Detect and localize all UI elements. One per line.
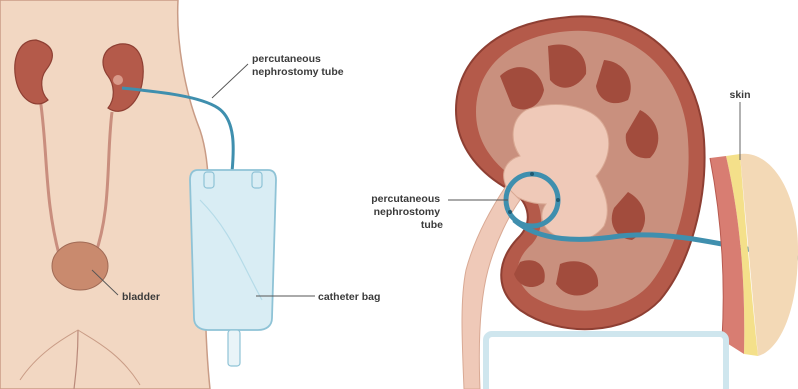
right-panel: percutaneous nephrostomy tube skin [371, 16, 798, 389]
label-bladder: bladder [122, 291, 160, 303]
pigtail-hole-1 [530, 172, 534, 176]
label-skin: skin [729, 89, 750, 101]
label-right-tube: percutaneous nephrostomy tube [371, 193, 443, 231]
cutout-frame [486, 334, 726, 389]
label-right-tube-line1: percutaneous [371, 193, 440, 205]
label-right-tube-line2: nephrostomy [374, 206, 441, 218]
label-catheter-bag: catheter bag [318, 291, 380, 303]
label-left-tube: percutaneous nephrostomy tube [252, 53, 344, 78]
label-right-tube-line3: tube [421, 219, 443, 231]
label-left-tube-line2: nephrostomy tube [252, 66, 344, 78]
left-panel: percutaneous nephrostomy tube bladder ca… [0, 0, 380, 389]
bag-drain-valve [228, 330, 240, 366]
bladder [52, 242, 108, 290]
pigtail-hole-3 [508, 210, 512, 214]
leader-left-tube [212, 64, 248, 98]
label-left-tube-line1: percutaneous [252, 53, 321, 65]
pigtail-hole-2 [556, 198, 560, 202]
kidney-puncture-site [113, 75, 123, 85]
catheter-bag [190, 170, 276, 330]
